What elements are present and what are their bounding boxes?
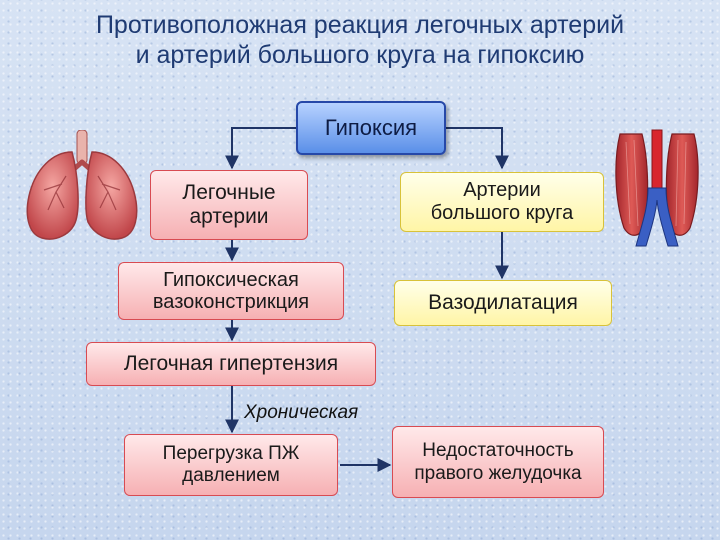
node-hypoxic-vasoconstriction: Гипоксическая вазоконстрикция [118, 262, 344, 320]
node-rv-failure: Недостаточность правого желудочка [392, 426, 604, 498]
node-pulmonary-hypertension: Легочная гипертензия [86, 342, 376, 386]
node-vasodilation: Вазодилатация [394, 280, 612, 326]
title-line-2: и артерий большого круга на гипоксию [135, 41, 585, 69]
page-title: Противоположная реакция легочных артерий… [0, 10, 720, 70]
arrow-hypoxia-to-systemic [446, 127, 509, 170]
arrow-hypoxia-to-pulmonary [225, 127, 296, 170]
lungs-icon [26, 130, 138, 240]
title-line-1: Противоположная реакция легочных артерий [95, 11, 625, 39]
node-pulmonary-arteries: Легочные артерии [150, 170, 308, 240]
node-hypoxia: Гипоксия [296, 101, 446, 155]
node-rv-pressure-overload: Перегрузка ПЖ давлением [124, 434, 338, 496]
node-systemic-arteries: Артерии большого круга [400, 172, 604, 232]
leg-muscle-vessels-icon [615, 129, 699, 247]
edge-label-chronic: Хроническая [244, 402, 359, 423]
